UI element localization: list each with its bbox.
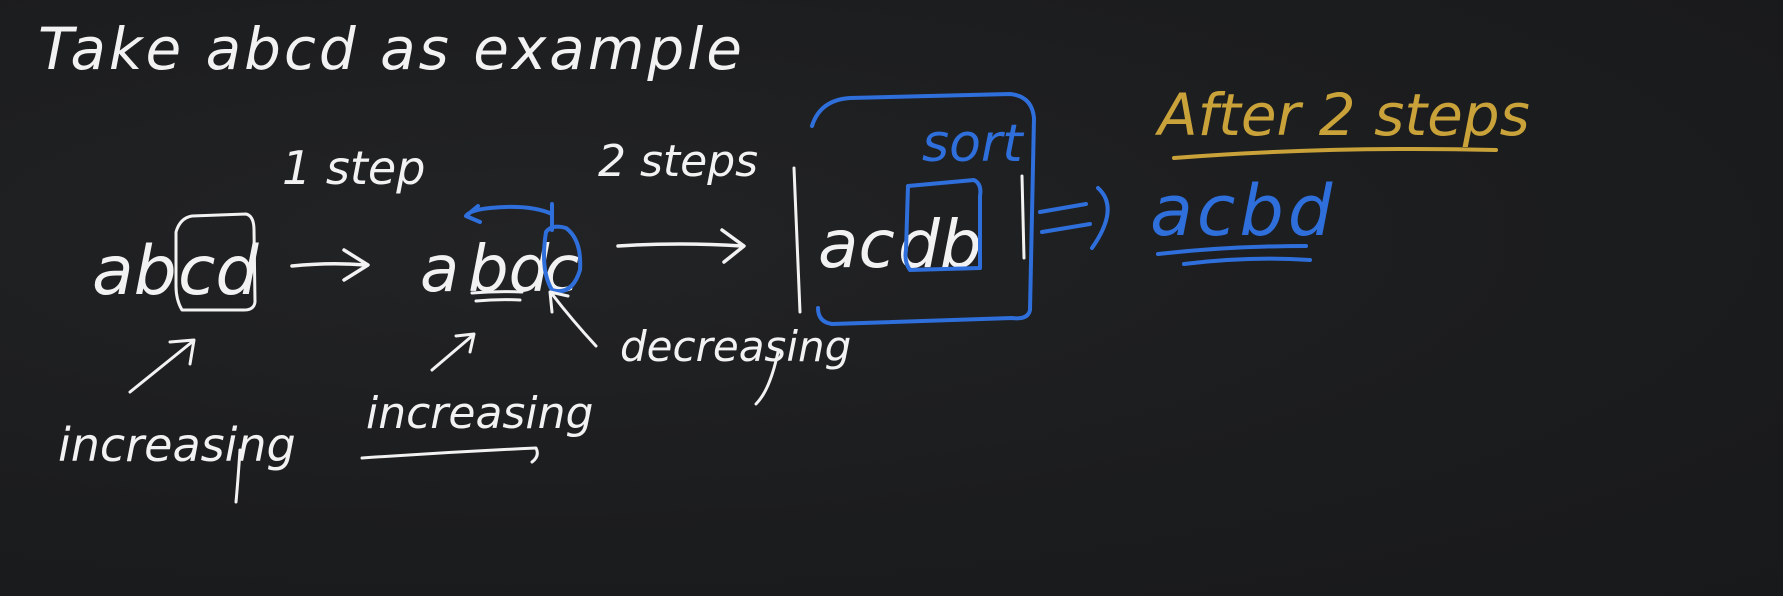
step1-word-left: ab — [92, 232, 177, 311]
arrow-step1 — [290, 248, 370, 282]
result-heading-underline — [1172, 147, 1498, 160]
step1-word-boxed: cd — [178, 232, 259, 311]
step2-swap-arrow — [464, 202, 554, 232]
step1-increasing-note: increasing — [58, 418, 296, 472]
sort-right-bar — [1020, 174, 1026, 260]
step2-increasing-arrow — [430, 332, 476, 372]
step1-label: 1 step — [282, 141, 426, 195]
result-value: acbd — [1150, 170, 1337, 252]
decreasing-pointer — [548, 290, 598, 348]
sort-big-box — [810, 92, 1036, 326]
arrow-step2 — [616, 228, 746, 264]
step2-note-underline — [360, 446, 539, 464]
sort-label: sort — [922, 114, 1023, 174]
step2-underline-2 — [474, 298, 522, 303]
step1-increasing-arrow — [128, 338, 196, 394]
step1-note-tail — [234, 448, 242, 504]
sorted-word-left: ac — [818, 206, 895, 283]
decreasing-tail — [754, 350, 780, 406]
sort-left-bar — [792, 166, 802, 314]
step2-word-left: a — [420, 233, 460, 307]
implies-arrow — [1038, 186, 1110, 250]
result-underline-1 — [1156, 244, 1308, 256]
step1-box-stroke — [174, 212, 257, 312]
result-underline-2 — [1182, 256, 1312, 266]
step2-increasing-note: increasing — [366, 388, 594, 439]
step2-label: 2 steps — [598, 136, 759, 187]
result-heading: After 2 steps — [1158, 81, 1530, 149]
title-text: Take abcd as example — [38, 15, 745, 83]
step2-decreasing-note: decreasing — [620, 322, 852, 371]
sort-inner-box — [903, 178, 983, 272]
step2-underline-1 — [470, 290, 524, 295]
step2-circle-c — [542, 224, 583, 293]
